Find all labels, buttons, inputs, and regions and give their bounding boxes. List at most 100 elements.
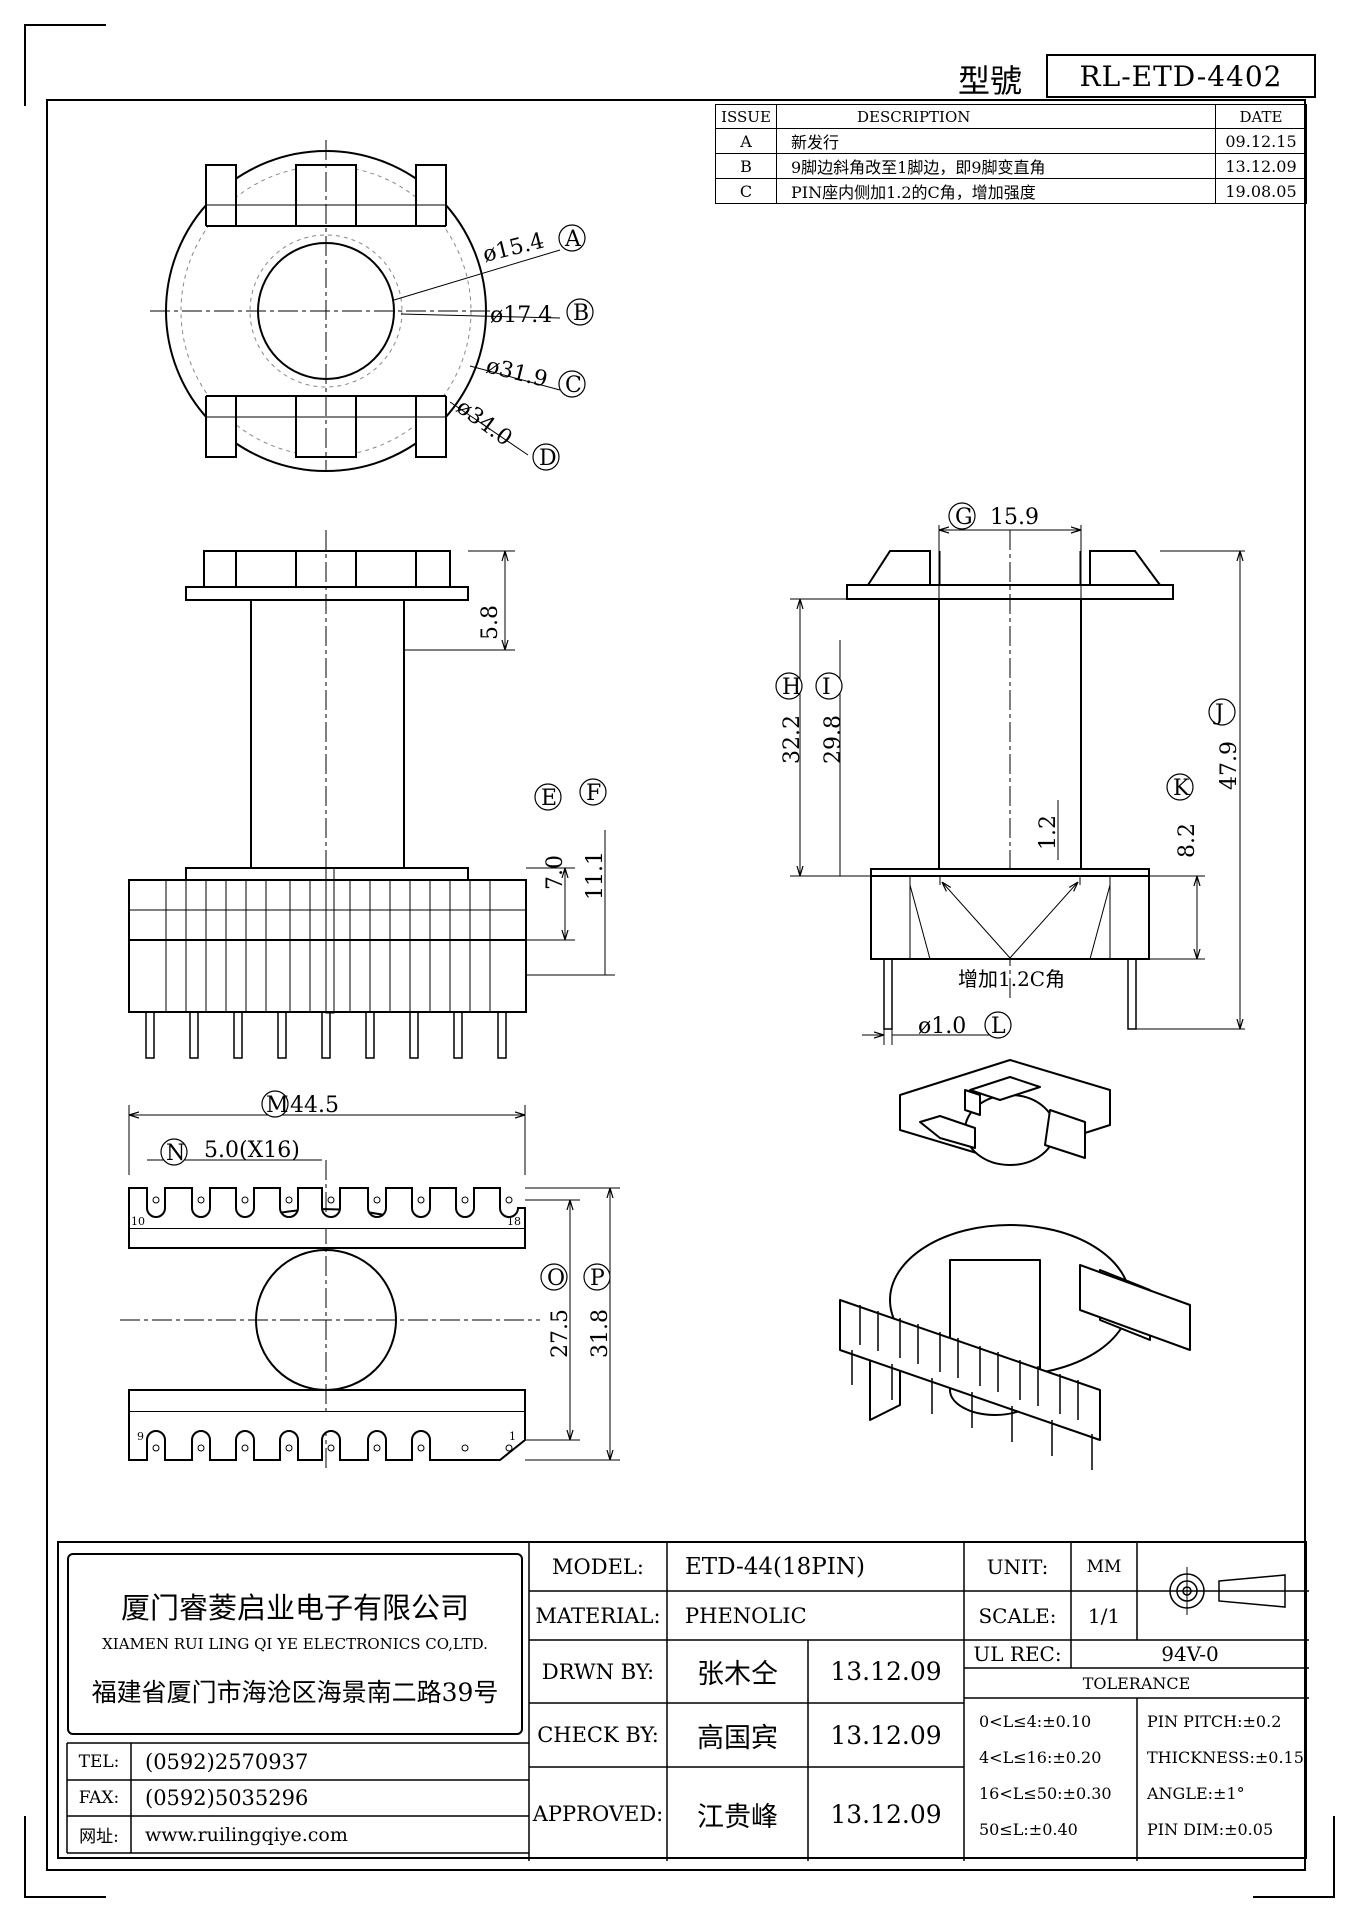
svg-text:M: M [266,1093,289,1118]
revision-issue: C [715,178,777,204]
front-view [128,530,615,1059]
revision-row: B 9脚边斜角改至1脚边，即9脚变直角 13.12.09 [715,153,1307,179]
svg-text:I: I [822,675,831,700]
dim-b: ø17.4 [490,303,552,328]
title-block-grid [66,1543,1309,1861]
bottom-view [120,1105,620,1470]
callout-k: K [1166,773,1194,801]
tolerance-angle: ANGLE:±1° [1147,1783,1245,1803]
check-date: 13.12.09 [830,1720,942,1750]
tolerance-range-1: 0<L≤4:±0.10 [979,1711,1092,1731]
approved-label: APPROVED: [532,1802,664,1826]
revision-date: 13.12.09 [1215,153,1307,179]
dim-i: 29.8 [821,715,846,764]
dim-f: 11.1 [583,851,608,900]
model-label: 型號 [958,62,1023,100]
check-by-label: CHECK BY: [537,1723,659,1747]
technical-drawing: ø15.4 ø17.4 ø31.9 ø34.0 [120,140,1245,1470]
projection-symbol-icon [1163,1567,1291,1615]
svg-text:A: A [564,227,582,252]
web-label: 网址: [79,1827,119,1847]
svg-text:D: D [539,446,557,471]
dim-g: 15.9 [990,505,1039,530]
tel-label: TEL: [78,1751,120,1772]
svg-text:J: J [1213,701,1224,726]
dim-h: 32.2 [780,715,805,764]
callout-g: G [948,502,976,530]
callout-j: J [1208,698,1236,726]
drawing-frame [46,99,1306,1871]
company-name-en: XIAMEN RUI LING QI YE ELECTRONICS CO,LTD… [102,1635,488,1653]
model-number: RL-ETD-4402 [1046,54,1316,98]
approved-value: 江贵峰 [697,1801,778,1833]
svg-text:L: L [991,1014,1006,1039]
revision-table: ISSUE DESCRIPTION DATE A 新发行 09.12.15 B … [715,104,1307,204]
ul-label: UL REC: [973,1642,1062,1666]
svg-text:O: O [547,1266,565,1291]
dim-m: 44.5 [290,1093,339,1118]
approved-date: 13.12.09 [830,1799,942,1829]
dim-c: ø31.9 [484,354,550,393]
callout-l: L [984,1011,1012,1039]
tolerance-thickness: THICKNESS:±0.15 [1147,1747,1304,1767]
company-name-cn: 厦门睿菱启业电子有限公司 [120,1591,469,1625]
dim-d: ø34.0 [451,395,516,452]
dim-a: ø15.4 [480,229,546,268]
callout-i: I [815,672,843,700]
revision-date: 19.08.05 [1215,178,1307,204]
callout-m: M [261,1090,289,1118]
callout-o: O [540,1263,568,1291]
corner-mark-top-left [24,24,106,106]
callout-d: D [532,443,560,471]
svg-text:G: G [955,505,973,530]
callout-n: N [160,1138,188,1166]
revision-description: 新发行 [776,128,1216,154]
revision-row: C PIN座内侧加1.2的C角，增加强度 19.08.05 [715,178,1307,204]
corner-mark-bottom-left [24,1816,106,1898]
unit-label: UNIT: [986,1555,1049,1579]
tolerance-range-2: 4<L≤16:±0.20 [979,1747,1102,1767]
revision-date: 09.12.15 [1215,128,1307,154]
side-view [790,525,1245,1045]
drawn-by-value: 张木仝 [697,1659,778,1690]
scale-label: SCALE: [978,1603,1057,1628]
svg-text:F: F [586,781,601,806]
pin-label-10: 10 [131,1215,145,1228]
tolerance-range-3: 16<L≤50:±0.30 [979,1783,1112,1803]
callout-b: B [566,298,594,326]
dim-e: 7.0 [543,855,568,890]
tel-value: (0592)2570937 [145,1749,309,1774]
callout-h: H [775,672,803,700]
dim-p: 31.8 [588,1309,613,1358]
callout-circles: A B C D E F G H I J K L M N O P [160,224,1236,1291]
svg-text:H: H [782,675,801,700]
tolerance-label: TOLERANCE [1082,1673,1191,1693]
pin-label-18: 18 [507,1215,521,1228]
model-field-value: ETD-44(18PIN) [685,1554,865,1580]
revision-description: PIN座内侧加1.2的C角，增加强度 [776,178,1216,204]
check-by-value: 高国宾 [697,1722,778,1754]
isometric-view [839,1059,1191,1470]
svg-text:E: E [541,786,557,811]
title-block: 厦门睿菱启业电子有限公司 XIAMEN RUI LING QI YE ELECT… [57,1541,1309,1861]
svg-text:P: P [590,1266,605,1291]
company-box: 厦门睿菱启业电子有限公司 XIAMEN RUI LING QI YE ELECT… [67,1553,523,1735]
tolerance-range-4: 50≤L:±0.40 [979,1819,1078,1839]
revision-row: A 新发行 09.12.15 [715,128,1307,154]
pin-label-9: 9 [137,1430,144,1443]
dim-chamfer: 1.2 [1036,815,1061,850]
revision-description: 9脚边斜角改至1脚边，即9脚变直角 [776,153,1216,179]
svg-text:C: C [565,373,582,398]
scale-value: 1/1 [1087,1603,1121,1628]
dim-j: 47.9 [1217,741,1242,790]
tolerance-pin-dim: PIN DIM:±0.05 [1147,1819,1274,1839]
material-value: PHENOLIC [685,1603,807,1628]
dim-k: 8.2 [1175,823,1200,858]
dim-flange-height: 5.8 [478,605,503,640]
svg-text:B: B [573,301,589,326]
svg-text:K: K [1173,776,1190,801]
callout-f: F [579,778,607,806]
drawn-by-label: DRWN BY: [541,1659,655,1684]
pin-label-1: 1 [509,1430,516,1443]
web-value: www.ruilingqiye.com [145,1823,348,1846]
